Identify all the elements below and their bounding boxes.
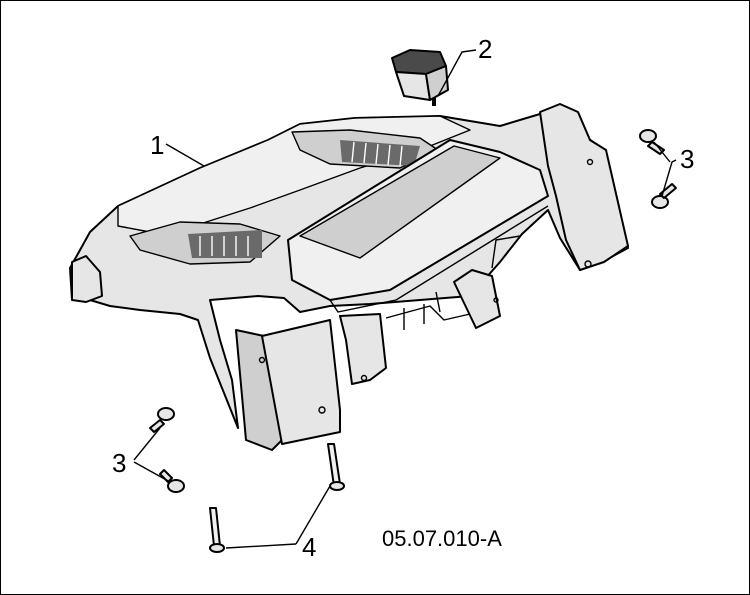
callout-2: 2 [478,34,492,64]
rocker-switch [391,49,449,106]
leader-lines [133,49,677,549]
flange-bolts-left [149,407,185,493]
drawing-code: 05.07.010-A [382,526,502,551]
callout-3-right: 3 [680,144,694,174]
flange-bolts-right [639,129,677,209]
console-housing [69,103,629,451]
callout-4: 4 [302,532,316,562]
pins [209,443,345,553]
callout-3-left: 3 [112,448,126,478]
callout-1: 1 [150,130,164,160]
